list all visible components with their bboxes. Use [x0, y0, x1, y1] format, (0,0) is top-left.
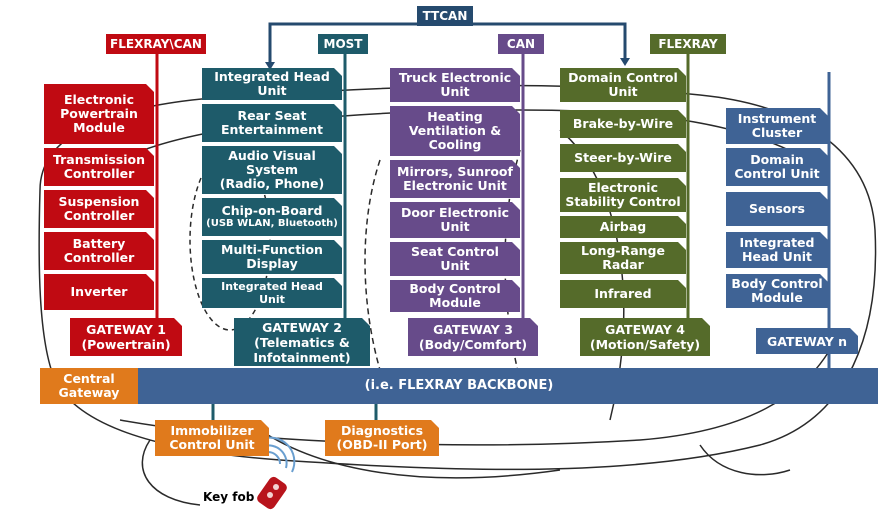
- chip-on-board-label: Chip-on-Board: [221, 203, 323, 218]
- body-unit-5: Seat Control Unit: [390, 242, 520, 276]
- safety-unit-1: Domain Control Unit: [560, 68, 686, 102]
- telematics-unit-5: Multi-Function Display: [202, 240, 342, 274]
- safety-unit-4: Electronic Stability Control: [560, 178, 686, 212]
- other-unit-2: Domain Control Unit: [726, 148, 828, 186]
- flexray-backbone: (i.e. FLEXRAY BACKBONE): [40, 368, 878, 404]
- central-gateway: Central Gateway: [40, 368, 138, 404]
- ttcan-arrow-left: [265, 62, 275, 70]
- ttcan-arrow-right: [620, 58, 630, 66]
- gateway-4: GATEWAY 4 (Motion/Safety): [580, 318, 710, 356]
- powertrain-unit-2: Transmission Controller: [44, 148, 154, 186]
- powertrain-unit-1: Electronic Powertrain Module: [44, 84, 154, 144]
- powertrain-unit-4: Battery Controller: [44, 232, 154, 270]
- other-unit-5: Body Control Module: [726, 274, 828, 308]
- safety-unit-2: Brake-by-Wire: [560, 110, 686, 138]
- body-unit-6: Body Control Module: [390, 280, 520, 312]
- gateway-n: GATEWAY n: [756, 328, 858, 354]
- can-label: CAN: [498, 34, 544, 54]
- body-unit-2: Heating Ventilation & Cooling: [390, 106, 520, 156]
- body-unit-4: Door Electronic Unit: [390, 202, 520, 238]
- powertrain-unit-5: Inverter: [44, 274, 154, 310]
- other-unit-3: Sensors: [726, 192, 828, 226]
- other-unit-4: Integrated Head Unit: [726, 232, 828, 268]
- telematics-unit-3: Audio Visual System (Radio, Phone): [202, 146, 342, 194]
- key-fob-label: Key fob: [203, 490, 255, 504]
- telematics-unit-6: Integrated Head Unit: [202, 278, 342, 308]
- telematics-unit-2: Rear Seat Entertainment: [202, 104, 342, 142]
- body-unit-1: Truck Electronic Unit: [390, 68, 520, 102]
- immobilizer-control-unit: Immobilizer Control Unit: [155, 420, 269, 456]
- most-label: MOST: [318, 34, 368, 54]
- telematics-unit-1: Integrated Head Unit: [202, 68, 342, 100]
- gateway-1: GATEWAY 1 (Powertrain): [70, 318, 182, 356]
- other-unit-1: Instrument Cluster: [726, 108, 828, 144]
- telematics-unit-4: Chip-on-Board (USB WLAN, Bluetooth): [202, 198, 342, 236]
- safety-unit-5: Airbag: [560, 216, 686, 238]
- body-unit-3: Mirrors, Sunroof Electronic Unit: [390, 160, 520, 198]
- key-fob-icon: [257, 476, 287, 510]
- flexray-label: FLEXRAY: [650, 34, 726, 54]
- safety-unit-3: Steer-by-Wire: [560, 144, 686, 172]
- powertrain-unit-3: Suspension Controller: [44, 190, 154, 228]
- gateway-2: GATEWAY 2 (Telematics & Infotainment): [234, 318, 370, 366]
- gateway-3: GATEWAY 3 (Body/Comfort): [408, 318, 538, 356]
- ttcan-label: TTCAN: [417, 6, 473, 26]
- flexray-can-label: FLEXRAY\CAN: [106, 34, 206, 54]
- diagnostics-port: Diagnostics (OBD-II Port): [325, 420, 439, 456]
- safety-unit-7: Infrared: [560, 280, 686, 308]
- chip-on-board-sub: (USB WLAN, Bluetooth): [206, 218, 338, 229]
- safety-unit-6: Long-Range Radar: [560, 242, 686, 274]
